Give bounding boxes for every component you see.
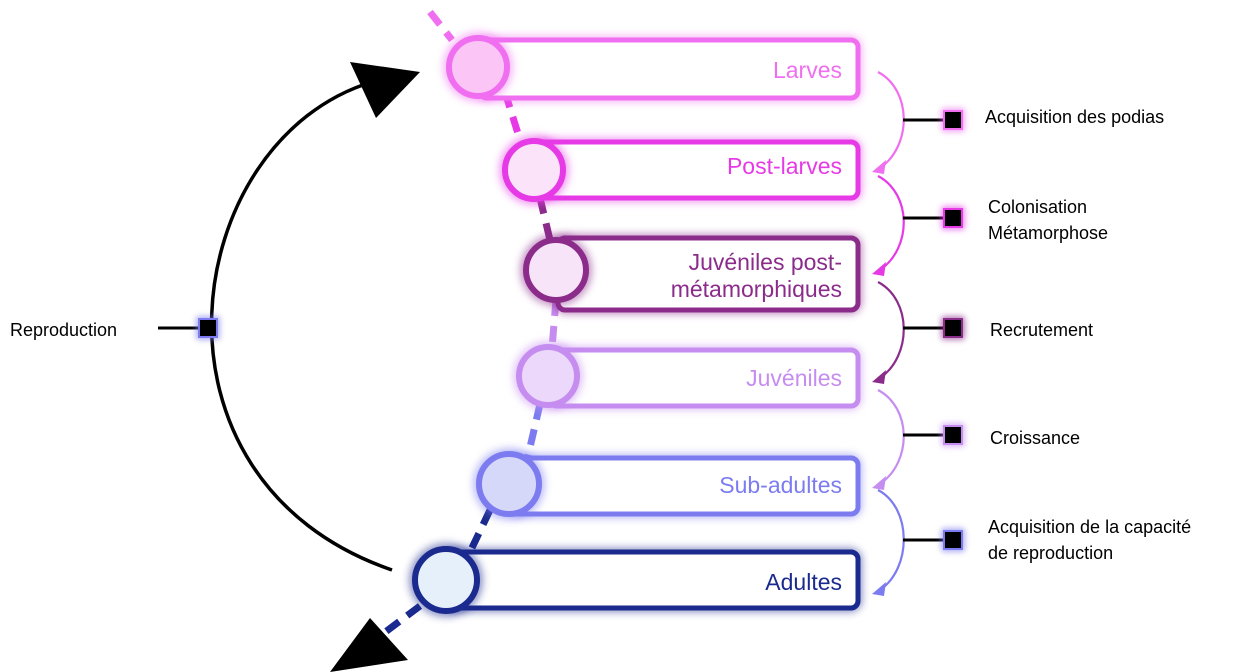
spine-segment — [466, 508, 494, 554]
reproduction-label: Reproduction — [10, 320, 118, 340]
transition-arc — [877, 389, 905, 485]
transition-arrowhead — [872, 370, 886, 384]
stage-boxes — [409, 32, 862, 617]
transition-label-podias: Acquisition des podias — [985, 107, 1165, 127]
stage-circle — [476, 451, 542, 517]
spine-segment — [369, 603, 423, 645]
transition-marker — [943, 425, 963, 445]
stage-label-juveniles: Juvéniles — [746, 365, 842, 391]
transition-marker — [943, 208, 963, 228]
transition-arc — [877, 175, 905, 271]
spine-segment — [524, 403, 544, 457]
stage-label-juveniles-post-metamorphiques: Juvéniles post-métamorphiques — [670, 249, 842, 302]
spine-segment — [536, 197, 554, 241]
transition-arrowhead — [872, 160, 886, 174]
stage-circle — [502, 138, 566, 202]
transition-arc — [877, 489, 905, 591]
reproduction-arc — [209, 80, 393, 572]
bottom-arrowhead — [330, 618, 408, 672]
stage-circle — [516, 344, 580, 408]
transition-marker — [943, 530, 963, 550]
top-arrowhead — [350, 62, 420, 118]
stage-label-larves: Larves — [772, 57, 842, 83]
reproduction-marker — [198, 318, 218, 338]
transition-arc — [877, 71, 905, 169]
spine-segment — [427, 9, 455, 43]
stage-circle — [523, 237, 589, 303]
transition-arrowhead — [872, 582, 886, 596]
transition-arrowhead — [872, 262, 886, 276]
transition-arcs — [872, 71, 965, 596]
stage-label-adultes: Adultes — [765, 569, 842, 595]
transition-arc — [877, 281, 905, 379]
transition-marker — [943, 318, 963, 338]
transition-arrowhead — [872, 476, 886, 490]
transition-marker — [943, 110, 963, 130]
stage-circle — [412, 546, 480, 614]
transition-label-recrutement: Recrutement — [990, 320, 1094, 340]
stage-label-sub-adultes: Sub-adultes — [719, 472, 842, 498]
transition-label-croissance: Croissance — [990, 428, 1081, 448]
stage-label-post-larves: Post-larves — [726, 153, 842, 179]
spine-segment — [548, 299, 560, 349]
stage-circle — [446, 35, 510, 99]
reproduction-cycle — [158, 62, 420, 572]
